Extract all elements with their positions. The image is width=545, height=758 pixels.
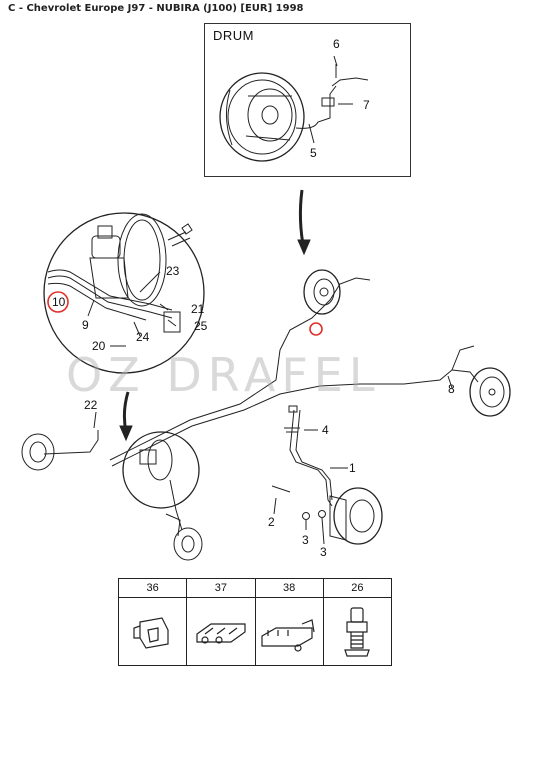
part-number: 38 — [255, 579, 323, 598]
front-right-disc-illustration — [329, 487, 383, 545]
parts-table: 36 37 38 — [118, 578, 392, 666]
part-number: 37 — [187, 579, 255, 598]
callout-9: 9 — [82, 318, 89, 332]
clip-36-icon — [133, 616, 169, 649]
bleed-screw-26-icon — [344, 606, 371, 657]
callout-1: 1 — [349, 461, 356, 475]
callout-24: 24 — [136, 330, 150, 344]
part-number: 36 — [119, 579, 187, 598]
part-cell-37: 37 — [187, 579, 256, 665]
part-cell-26: 26 — [323, 579, 391, 665]
drum-title: DRUM — [213, 28, 254, 43]
callout-23: 23 — [166, 264, 180, 278]
part-number: 26 — [323, 579, 391, 598]
front-left-caliper-illustration — [21, 433, 55, 471]
drum-detail-box: DRUM — [204, 23, 411, 177]
callout-20: 20 — [92, 339, 106, 353]
callout-21: 21 — [191, 302, 205, 316]
callout-3b: 3 — [320, 545, 327, 559]
callout-2: 2 — [268, 515, 275, 529]
callout-8: 8 — [448, 382, 455, 396]
page-title: C - Chevrolet Europe J97 - NUBIRA (J100)… — [8, 3, 304, 14]
rear-right-wheel-illustration — [469, 367, 511, 417]
callout-5: 5 — [310, 146, 317, 160]
callout-22: 22 — [84, 398, 98, 412]
callout-6: 6 — [333, 37, 340, 51]
part-cell-36: 36 — [119, 579, 188, 665]
rear-wheel-illustration — [303, 269, 341, 315]
master-cylinder-illustration — [47, 213, 193, 333]
drum-brake-illustration — [219, 64, 369, 162]
callout-7: 7 — [363, 98, 370, 112]
lower-left-caliper-illustration — [165, 513, 203, 561]
clip-38-icon — [261, 618, 315, 652]
highlight-circle-10 — [47, 291, 69, 313]
clip-37-icon — [196, 622, 246, 644]
part-cell-38: 38 — [255, 579, 324, 665]
callout-3a: 3 — [302, 533, 309, 547]
callout-10: 10 — [52, 295, 66, 309]
callout-25: 25 — [194, 319, 208, 333]
highlight-circle-pipe — [309, 322, 323, 336]
callout-4: 4 — [322, 423, 329, 437]
